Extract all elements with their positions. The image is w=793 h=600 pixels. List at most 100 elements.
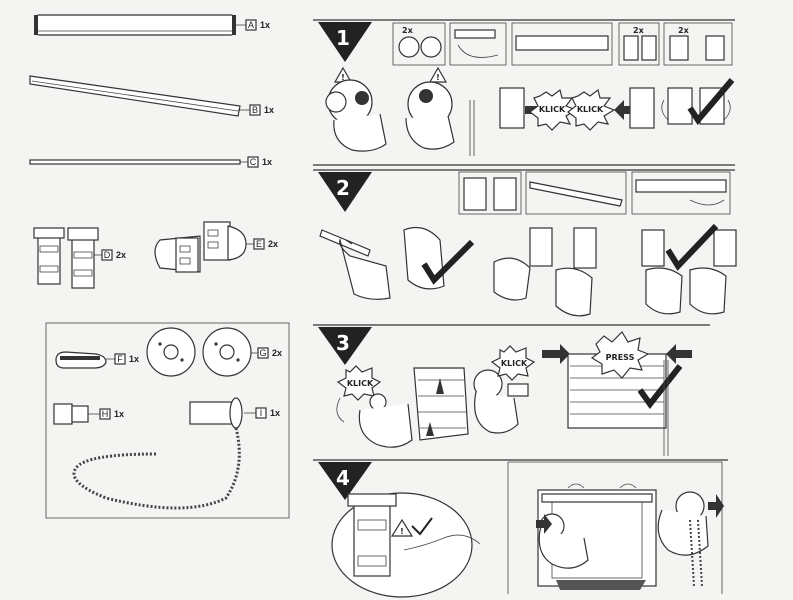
arrow-left-icon: [666, 344, 692, 364]
fit-disc-illustration: ! !: [325, 66, 475, 156]
step-number: 3: [336, 331, 350, 355]
part-letter-box: [253, 238, 265, 250]
part-qty: 2x: [116, 250, 126, 260]
part-letter: I: [260, 408, 263, 418]
part-qty: 1x: [262, 157, 272, 167]
chain-mechanism-drawing: [189, 401, 233, 425]
check-mark-icon: [665, 223, 719, 271]
thumbnail-qty: 2x: [402, 26, 414, 35]
step-4: 4 !: [313, 459, 728, 598]
roll-up-blind-illustration: [413, 367, 469, 441]
part-qty: 1x: [260, 20, 270, 30]
part-letter-box: [99, 408, 111, 420]
insert-rail-illustration: [319, 229, 391, 300]
arrow-up-icon: [436, 378, 444, 394]
detail-circle: [331, 492, 473, 598]
warning-symbol: !: [436, 73, 440, 82]
step-number-badge: [318, 172, 372, 212]
check-mark-icon: [421, 239, 475, 285]
clip-klick-illustration: KLICK KLICK: [499, 87, 655, 131]
parts-list: A 1x B 1x C 1x: [29, 14, 290, 519]
check-mark-icon: [687, 78, 735, 125]
part-d: D 2x: [33, 227, 126, 289]
part-letter: F: [117, 354, 123, 364]
part-qty: 2x: [268, 239, 278, 249]
step-3: 3 KLICK KLICK: [313, 324, 710, 456]
arrow-up-icon: [426, 422, 434, 436]
part-f: F 1x: [55, 351, 139, 369]
clamp-detail-illustration: !: [331, 492, 481, 598]
warning-symbol: !: [400, 527, 404, 536]
small-parts-frame: [45, 322, 290, 519]
part-letter: A: [248, 20, 254, 30]
arrow-down-icon: [536, 514, 552, 534]
clamp-bracket-drawing: [33, 227, 99, 289]
bead-chain-drawing: [72, 427, 241, 510]
part-letter-box: [101, 249, 113, 261]
part-letter: H: [102, 409, 109, 419]
part-e: E 2x: [154, 221, 278, 273]
part-letter: E: [256, 239, 262, 249]
step-1: 1 2x 2x 2x !: [313, 19, 735, 166]
arrow-right-icon: [542, 344, 570, 364]
step-number-badge: [318, 22, 372, 62]
part-b: B 1x: [29, 75, 274, 117]
part-letter: C: [250, 157, 257, 167]
klick-burst: [336, 365, 382, 401]
part-g: G 2x: [146, 327, 282, 377]
part-qty: 2x: [272, 348, 282, 358]
press-burst: [590, 331, 650, 379]
end-bracket-drawing: [154, 221, 247, 273]
step-2: 2: [313, 169, 737, 317]
step-number: 1: [336, 26, 350, 50]
part-letter-box: [114, 353, 126, 365]
step-number-badge: [318, 462, 372, 500]
part-i: I 1x: [72, 397, 280, 510]
sound-effect-label: KLICK: [347, 379, 374, 388]
part-letter-box: [257, 347, 269, 359]
step-number: 4: [336, 466, 350, 490]
step-number-badge: [318, 327, 372, 365]
part-a: A 1x: [34, 14, 270, 36]
thumbnail-qty: 2x: [633, 26, 645, 35]
weight-rod-drawing: [29, 159, 241, 165]
mechanism-klick-illustration: KLICK: [473, 345, 536, 434]
klick-burst: [490, 345, 536, 381]
arrow-down-icon: [708, 494, 724, 518]
thumbnail-qty: 2x: [678, 26, 690, 35]
part-h: H 1x: [53, 403, 124, 425]
part-c: C 1x: [29, 156, 272, 168]
warning-icon: [390, 518, 414, 537]
klick-burst: [567, 88, 616, 131]
part-letter-box: [255, 407, 267, 419]
part-letter: G: [259, 348, 266, 358]
klick-burst: [529, 88, 578, 131]
warning-symbol: !: [341, 73, 345, 82]
press-label: PRESS: [606, 353, 635, 362]
bracket-done-illustration: [661, 78, 735, 125]
roller-tube-drawing: [35, 14, 235, 36]
reference-thumbnails: 2x 2x 2x: [392, 22, 733, 66]
part-letter-box: [247, 156, 259, 168]
sound-effect-label: KLICK: [501, 359, 528, 368]
sound-effect-label: KLICK: [577, 105, 604, 114]
part-letter-box: [249, 104, 261, 116]
part-qty: 1x: [114, 409, 124, 419]
clip-mechanism-illustration: KLICK: [336, 365, 413, 448]
part-qty: 1x: [264, 105, 274, 115]
part-qty: 1x: [129, 354, 139, 364]
adapter-disc-drawing: [146, 327, 252, 377]
reference-thumbnails: [458, 171, 731, 215]
check-mark-icon: [637, 364, 683, 409]
end-plug-drawing: [53, 403, 73, 425]
arrow-left-icon: [614, 100, 640, 120]
step-number: 2: [336, 176, 350, 200]
part-letter: B: [252, 105, 258, 115]
part-letter-box: [245, 19, 257, 31]
sound-effect-label: KLICK: [539, 105, 566, 114]
rail-done-illustration: [403, 227, 475, 290]
warning-icon: [428, 66, 448, 83]
press-blind-illustration: PRESS: [542, 331, 692, 456]
clamp-done-illustration: [641, 223, 737, 315]
